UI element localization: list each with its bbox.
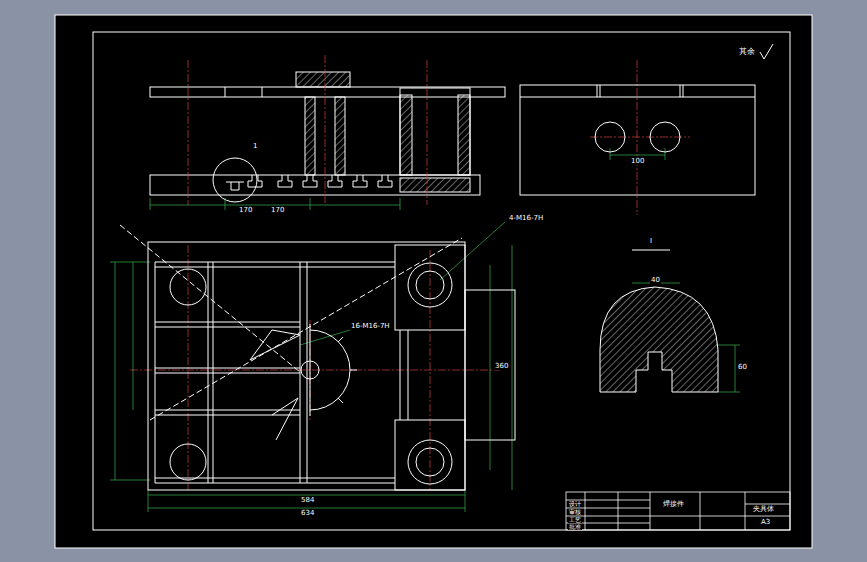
front-view — [150, 72, 505, 202]
center-lines — [130, 55, 690, 490]
web-section — [305, 97, 315, 175]
boss-pad — [395, 245, 465, 330]
drawing-label: 批准 — [568, 524, 582, 530]
side-outline — [520, 85, 755, 195]
center-hole — [301, 361, 319, 379]
detail-section — [600, 287, 718, 392]
column — [400, 88, 470, 175]
drawing-label: 16-M16-7H — [350, 323, 391, 330]
boss-hole — [416, 448, 444, 476]
center-line — [130, 55, 690, 490]
drawing-label: 100 — [630, 158, 645, 165]
rib-plates — [155, 262, 408, 483]
drawing-label: 360 — [494, 363, 509, 370]
drawing-label: A3 — [760, 519, 771, 526]
drawing-label: 工艺 — [568, 517, 582, 523]
hole — [170, 269, 206, 305]
drawing-label: 焊接件 — [662, 501, 685, 508]
boss-pad — [395, 420, 465, 490]
drawing-label: 60 — [737, 364, 748, 371]
sheet — [55, 15, 812, 548]
dimensions — [110, 148, 740, 512]
drawing-label: 584 — [300, 497, 315, 504]
detail-view — [600, 250, 718, 392]
bore — [650, 122, 680, 152]
column-wall — [458, 95, 470, 175]
side-lug — [465, 290, 515, 440]
half-boss — [310, 330, 350, 410]
radial-ticks — [310, 324, 357, 416]
frame — [93, 32, 790, 530]
roughness-symbol — [760, 44, 773, 59]
drawing-label: 4-M16-7H — [508, 215, 544, 222]
side-band — [520, 85, 755, 97]
t-slots — [248, 175, 392, 187]
drawing-label: I — [649, 238, 653, 245]
boss-section — [296, 72, 350, 87]
drawing-label: 634 — [300, 510, 315, 517]
dimension-line — [110, 148, 740, 512]
section-marker — [632, 250, 670, 251]
section-arrows — [250, 330, 300, 440]
drawing-label: 170 — [238, 207, 253, 214]
drawing-label: 其余 — [738, 48, 756, 56]
title-block — [566, 492, 790, 530]
hole — [170, 444, 206, 480]
drawing-label: 1 — [252, 143, 258, 150]
drawing-label: 夹具体 — [752, 506, 775, 513]
boss — [408, 440, 452, 484]
drawing-label: 40 — [650, 277, 661, 284]
title-block-grid — [566, 492, 790, 530]
leader-line — [300, 222, 505, 345]
t-slot-detail — [226, 182, 244, 190]
boss — [408, 263, 452, 307]
detail-circle — [213, 158, 257, 202]
base-plate — [150, 175, 480, 195]
side-view — [520, 85, 755, 195]
flange-gaps — [225, 87, 262, 97]
column-wall — [400, 95, 412, 175]
diagonal — [120, 225, 462, 420]
plan-outline — [148, 242, 465, 490]
bore — [595, 122, 625, 152]
drawing-label: 设计 — [568, 501, 582, 507]
boss-hole — [416, 271, 444, 299]
title-block-border — [566, 492, 790, 530]
web-section — [335, 97, 345, 175]
drawing-label: 170 — [270, 207, 285, 214]
drawing-label: 审核 — [568, 509, 582, 515]
plan-view — [120, 225, 515, 490]
base-section — [400, 178, 470, 192]
